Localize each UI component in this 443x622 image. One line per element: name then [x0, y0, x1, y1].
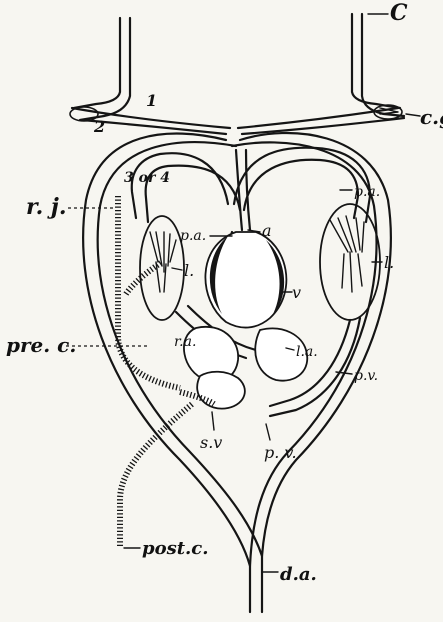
label-l-left: l. [184, 261, 194, 280]
label-prec: pre. c. [6, 333, 76, 357]
label-cg: c.g [420, 105, 443, 129]
label-da: d.a. [280, 564, 317, 585]
label-pa-center: p.a. [180, 228, 206, 244]
label-pv-bottom: p. v. [264, 443, 297, 462]
label-sv: s.v [200, 433, 222, 452]
label-1: 1 [146, 91, 157, 110]
label-c: C [390, 0, 408, 26]
postcaval-vein [120, 404, 192, 546]
carotid-arch [72, 14, 404, 134]
label-rj: r. j. [26, 194, 67, 220]
lung-left [140, 216, 184, 320]
label-a: a [262, 221, 272, 240]
label-pa-right: p.a. [354, 184, 380, 200]
label-la: l.a. [296, 344, 318, 360]
label-pv-right: p.v. [354, 368, 378, 384]
carotid-gland [70, 105, 402, 121]
label-l-right: l. [384, 253, 394, 272]
label-3or4: 3 or 4 [124, 170, 170, 186]
label-ra: r.a. [174, 334, 196, 350]
label-2: 2 [93, 117, 105, 136]
label-postc: post.c. [142, 538, 209, 559]
label-v: v [292, 283, 301, 302]
lung-right [320, 204, 380, 320]
